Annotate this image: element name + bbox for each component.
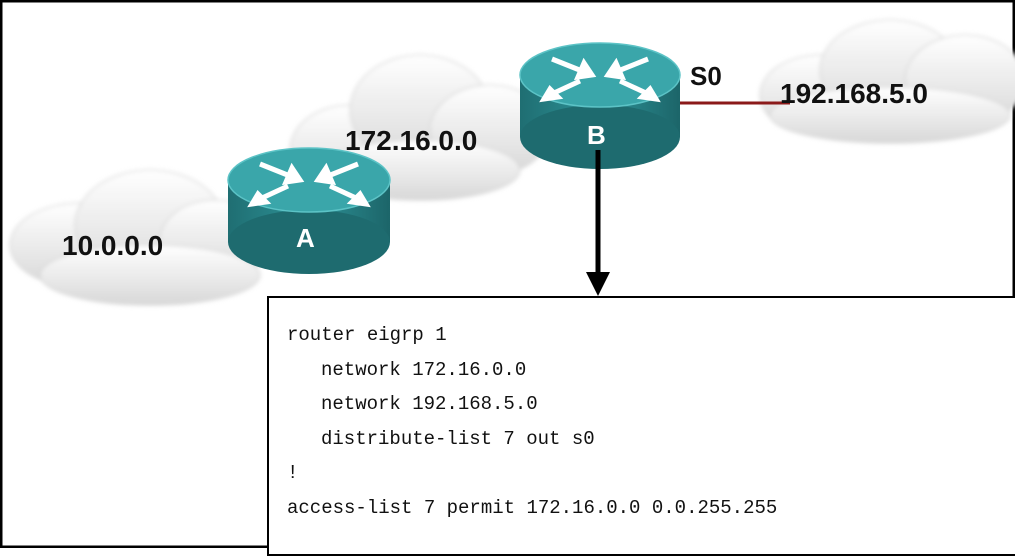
- network-label-10: 10.0.0.0: [62, 230, 163, 261]
- config-line-distribute-list: distribute-list 7 out s0: [321, 427, 595, 450]
- router-a-icon: [227, 147, 391, 274]
- config-line-network-172: network 172.16.0.0: [321, 358, 527, 381]
- router-a-label: A: [296, 223, 315, 253]
- config-line-router: router eigrp 1: [287, 324, 447, 346]
- router-b-label: B: [587, 120, 606, 150]
- interface-label-s0: S0: [690, 61, 722, 91]
- router-b-config: router eigrp 1 network 172.16.0.0 networ…: [267, 296, 1015, 556]
- router-b-icon: [519, 42, 681, 169]
- config-line-network-192: network 192.168.5.0: [321, 393, 538, 415]
- network-label-172: 172.16.0.0: [345, 125, 477, 156]
- config-line-separator: !: [287, 462, 299, 484]
- config-line-access-list: access-list 7 permit 172.16.0.0 0.0.255.…: [287, 496, 778, 519]
- network-label-192: 192.168.5.0: [780, 78, 928, 109]
- cloud-10-network: [9, 169, 271, 306]
- config-pointer-arrow: [586, 150, 610, 296]
- cloud-192-network: [759, 19, 1015, 144]
